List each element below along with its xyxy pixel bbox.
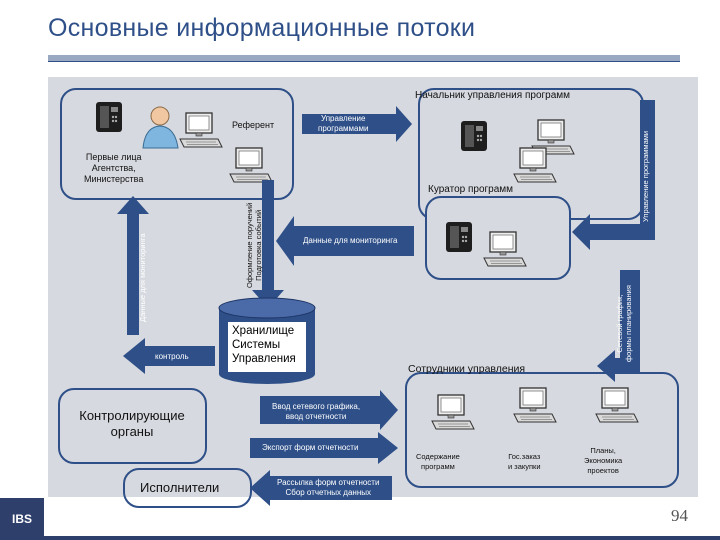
node-executors: Исполнители bbox=[140, 480, 220, 495]
computer-icon bbox=[229, 147, 273, 183]
node-curator: Куратор программ bbox=[428, 184, 514, 195]
node-head: Начальник управления программ bbox=[415, 90, 571, 101]
computer-icon bbox=[595, 387, 639, 423]
flow-orders: Оформление поручений Подготовка событий bbox=[245, 202, 263, 288]
node-storage: Хранилище Системы Управления bbox=[232, 325, 296, 365]
phone-icon bbox=[446, 222, 472, 252]
node-staff: Сотрудники управления bbox=[408, 363, 526, 375]
flow-control: контроль bbox=[155, 352, 189, 361]
computer-icon bbox=[483, 231, 527, 267]
computer-icon bbox=[513, 387, 557, 423]
flow-input-schedule: Ввод сетевого графика, ввод отчетности bbox=[272, 402, 361, 421]
footer-line bbox=[44, 536, 720, 540]
staff-plans: Планы, Экономика проектов bbox=[584, 446, 623, 475]
ibs-logo: IBS bbox=[0, 498, 44, 540]
flow-export-forms: Экспорт форм отчетности bbox=[262, 443, 359, 452]
phone-icon bbox=[96, 102, 122, 132]
flow-send-forms: Рассылка форм отчетности Сбор отчетных д… bbox=[277, 478, 380, 497]
arrow-icon bbox=[117, 100, 655, 506]
node-control-bodies: Контролирующие органы bbox=[79, 408, 185, 439]
database-icon bbox=[218, 297, 316, 384]
group-control-bodies bbox=[58, 388, 207, 464]
phone-icon bbox=[461, 121, 487, 151]
title-underline-thin bbox=[48, 61, 680, 62]
page-number: 94 bbox=[671, 506, 688, 525]
flow-network-schedule: Сетевой график, формы планирования bbox=[615, 285, 633, 362]
title-underline bbox=[48, 55, 680, 61]
staff-content: Содержание программ bbox=[416, 452, 460, 471]
flow-program-mgmt-vertical: Управление программами bbox=[641, 130, 650, 222]
person-icon bbox=[142, 106, 179, 149]
node-referent: Референт bbox=[232, 120, 275, 130]
staff-procurement: Гос.заказ и закупки bbox=[508, 452, 541, 471]
group-staff bbox=[405, 372, 679, 488]
node-first-persons: Первые лица Агентства, Министерства bbox=[84, 152, 144, 184]
flow-monitoring-left: Данные для мониторинга bbox=[138, 233, 147, 322]
group-first-persons bbox=[60, 88, 294, 200]
flow-monitoring-center: Данные для мониторинга bbox=[303, 236, 398, 245]
flow-program-mgmt: Управление программами bbox=[318, 114, 369, 133]
computer-icon bbox=[431, 394, 475, 430]
computer-icon bbox=[179, 112, 223, 148]
page-title: Основные информационные потоки bbox=[48, 14, 476, 42]
